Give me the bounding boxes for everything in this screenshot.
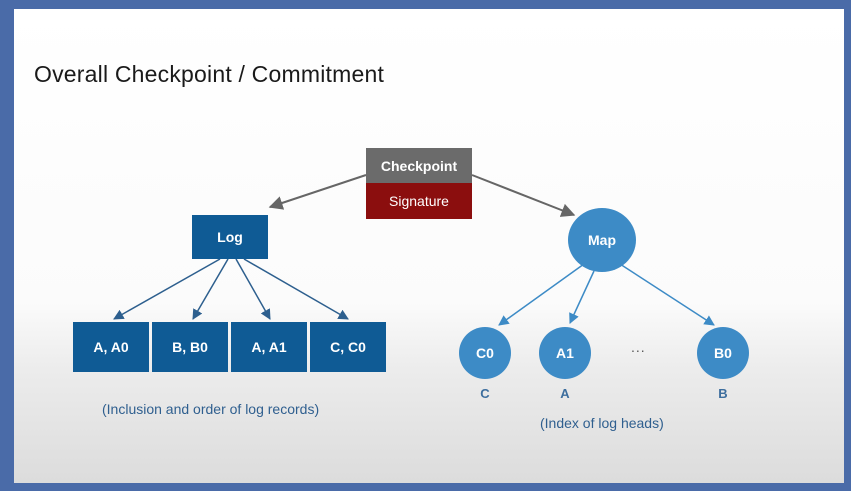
map-leaf-a1: A1 bbox=[539, 327, 591, 379]
log-record: C, C0 bbox=[310, 322, 386, 372]
edge-log-record-4 bbox=[243, 258, 349, 320]
slide-title: Overall Checkpoint / Commitment bbox=[34, 61, 385, 87]
map-leaf-b0: B0 bbox=[697, 327, 749, 379]
log-record: A, A1 bbox=[231, 322, 307, 372]
map-node: Map bbox=[568, 208, 636, 272]
map-key-label: B bbox=[718, 386, 728, 401]
edge-checkpoint-map bbox=[471, 174, 576, 217]
edge-log-record-1 bbox=[113, 258, 221, 320]
map-leaf-c0: C0 bbox=[459, 327, 511, 379]
map-caption: (Index of log heads) bbox=[540, 415, 664, 431]
edge-log-record-3 bbox=[235, 258, 271, 320]
edge-map-leaf-c0 bbox=[498, 263, 585, 326]
log-record: A, A0 bbox=[73, 322, 149, 372]
ellipsis: ... bbox=[631, 339, 646, 355]
log-caption: (Inclusion and order of log records) bbox=[102, 401, 320, 417]
edge-checkpoint-log bbox=[268, 174, 367, 210]
log-node: Log bbox=[192, 215, 268, 259]
slide: Overall Checkpoint / Commitment Checkpoi… bbox=[14, 9, 844, 483]
edge-map-leaf-b0 bbox=[619, 263, 715, 326]
map-key-label: C bbox=[480, 386, 490, 401]
map-key-label: A bbox=[560, 386, 570, 401]
edge-map-leaf-a1 bbox=[569, 270, 595, 324]
signature-node: Signature bbox=[366, 183, 472, 219]
log-record: B, B0 bbox=[152, 322, 228, 372]
diagram-edges bbox=[113, 174, 715, 326]
checkpoint-node: Checkpoint bbox=[366, 148, 472, 183]
edge-log-record-2 bbox=[192, 258, 229, 320]
